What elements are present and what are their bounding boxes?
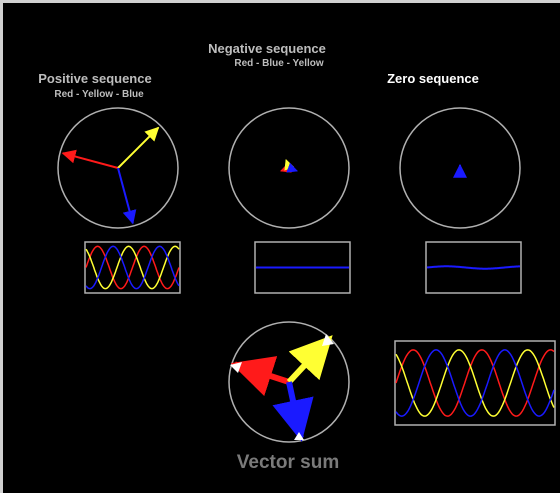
sum-red-phasor	[230, 356, 290, 397]
positive-sequence-subtitle: Red - Yellow - Blue	[54, 89, 144, 100]
positive-sequence-title: Positive sequence	[38, 71, 152, 86]
negative-yellow-phasor	[284, 159, 295, 171]
negative-sequence-subtitle: Red - Blue - Yellow	[234, 58, 324, 69]
waveform-trace-red	[85, 245, 180, 290]
positive-yellow-phasor	[117, 126, 160, 169]
positive-red-phasor	[61, 149, 119, 169]
waveform-trace-red	[426, 265, 520, 270]
zero-sequence-title: Zero sequence	[387, 71, 479, 86]
sum-blue-phasor	[272, 381, 314, 442]
negative-phasor-circle	[228, 107, 350, 229]
negative-sequence-title: Negative sequence	[208, 41, 326, 56]
waveform-trace-yellow	[85, 245, 180, 290]
zero-waveforms	[426, 265, 520, 270]
positive-waveforms	[85, 245, 180, 290]
sum-component-arrowheads	[230, 334, 334, 440]
waveform-trace-blue	[395, 349, 555, 417]
positive-phasor-circle	[57, 107, 179, 229]
positive-blue-phasor	[117, 167, 137, 225]
zero-phasor-circle	[399, 107, 521, 229]
vector-sum-title: Vector sum	[236, 452, 340, 473]
negative-red-phasor	[280, 162, 292, 173]
waveform-trace-yellow	[395, 349, 555, 417]
negative-blue-phasor	[286, 162, 298, 173]
waveform-trace-blue	[85, 245, 180, 290]
vector-sum-phasor-circle	[228, 321, 350, 443]
vector-sum-waveforms	[395, 349, 555, 417]
